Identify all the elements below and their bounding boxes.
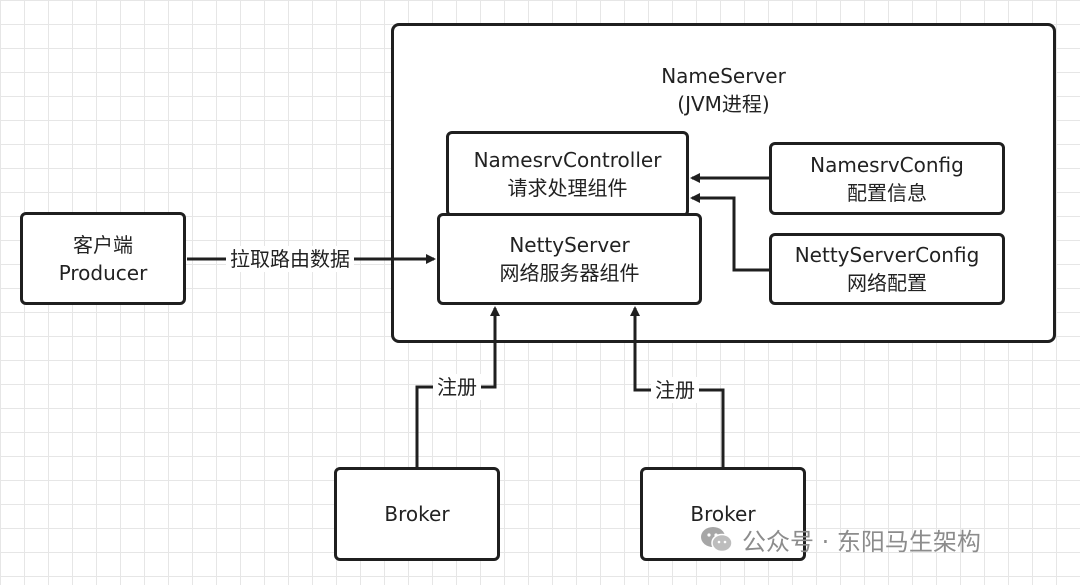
netty-server-config-desc: 网络配置 — [847, 271, 927, 295]
broker-left-box: Broker — [334, 467, 500, 561]
netty-server-config-box: NettyServerConfig 网络配置 — [769, 233, 1005, 305]
broker-right-label: Broker — [690, 502, 756, 526]
wechat-icon — [701, 526, 733, 552]
namesrv-controller-box: NamesrvController 请求处理组件 — [446, 131, 689, 217]
namesrv-config-name: NamesrvConfig — [810, 152, 964, 177]
watermark-text: 公众号 · 东阳马生架构 — [742, 528, 981, 556]
edge-label-register-left: 注册 — [433, 374, 481, 400]
edge-label-pull-route: 拉取路由数据 — [226, 246, 354, 272]
netty-server-config-name: NettyServerConfig — [794, 243, 980, 267]
netty-server-box: NettyServer 网络服务器组件 — [437, 213, 702, 305]
broker-left-label: Broker — [384, 502, 450, 526]
nameserver-subtitle: (JVM进程) — [677, 92, 770, 116]
namesrv-config-box: NamesrvConfig 配置信息 — [769, 142, 1005, 215]
watermark: 公众号 · 东阳马生架构 — [700, 522, 981, 557]
nameserver-name: NameServer — [661, 64, 786, 88]
controller-name: NamesrvController — [473, 148, 662, 172]
client-label-cn: 客户端 — [73, 232, 133, 257]
client-box: 客户端 Producer — [20, 212, 186, 305]
client-label-en: Producer — [58, 260, 148, 285]
netty-server-name: NettyServer — [509, 233, 630, 257]
namesrv-config-desc: 配置信息 — [847, 180, 927, 205]
netty-server-desc: 网络服务器组件 — [499, 261, 640, 285]
nameserver-title: NameServer (JVM进程) — [394, 62, 1053, 118]
controller-desc: 请求处理组件 — [507, 176, 628, 200]
edge-label-register-right: 注册 — [651, 377, 699, 403]
